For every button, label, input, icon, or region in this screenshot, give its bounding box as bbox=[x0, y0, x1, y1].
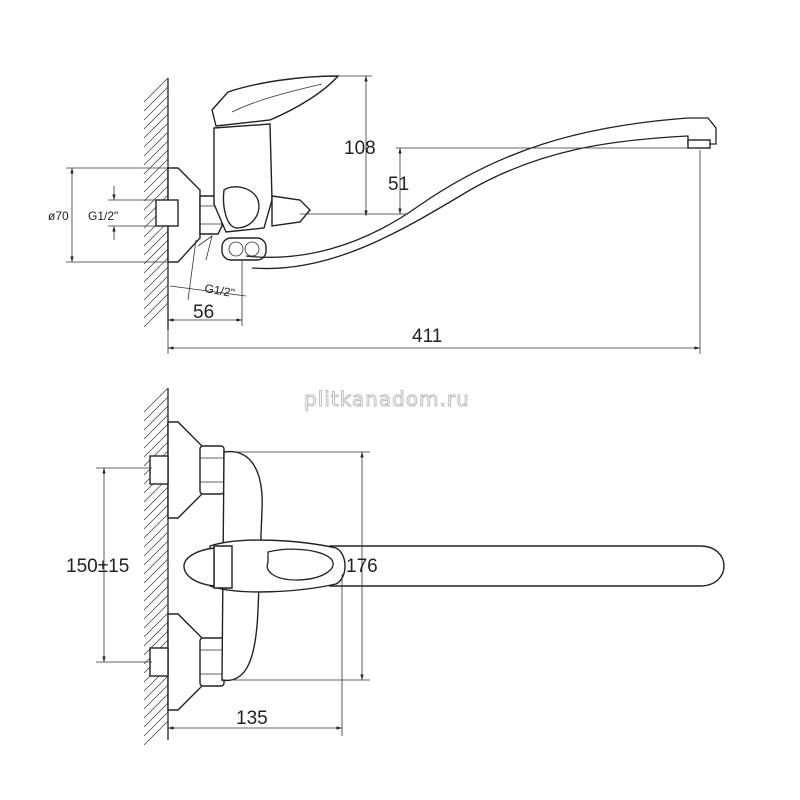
angled-thread-side bbox=[197, 235, 213, 261]
hatch-line bbox=[143, 104, 169, 130]
hatch-line bbox=[143, 504, 169, 530]
hatch-line bbox=[143, 567, 169, 593]
hatch-line bbox=[143, 432, 169, 458]
hatch-line bbox=[143, 293, 169, 319]
hatch-line bbox=[143, 275, 169, 301]
dim-135: 135 bbox=[168, 574, 343, 736]
hatch-line bbox=[143, 95, 169, 121]
thread-inlet-label: G1/2" bbox=[88, 209, 118, 223]
hatch-line bbox=[143, 603, 169, 629]
diverter-side bbox=[271, 195, 311, 227]
hatch-line bbox=[143, 720, 169, 746]
hatch-line bbox=[143, 131, 169, 157]
hatch-line bbox=[143, 558, 169, 584]
hatch-line bbox=[143, 122, 169, 148]
hatch-line bbox=[143, 675, 169, 701]
dim-411-label: 411 bbox=[412, 326, 442, 347]
hatch-line bbox=[143, 302, 169, 328]
hatch-line bbox=[143, 77, 169, 103]
watermark: plitkanadom.ru bbox=[304, 387, 470, 411]
hatch-line bbox=[143, 414, 169, 440]
hatch-line bbox=[143, 387, 169, 413]
dim-flange-dia: ø70 G1/2" bbox=[48, 167, 172, 263]
hatch-line bbox=[143, 86, 169, 112]
dim-150-label: 150±15 bbox=[66, 556, 129, 577]
hatch-line bbox=[143, 702, 169, 728]
dim-150: 150±15 bbox=[66, 467, 152, 663]
hatch-line bbox=[143, 248, 169, 274]
hatch-line bbox=[143, 167, 169, 193]
hatch-line bbox=[143, 540, 169, 566]
lower-connector bbox=[149, 613, 225, 711]
dim-51-label: 51 bbox=[388, 174, 409, 195]
hatch-line bbox=[143, 266, 169, 292]
hatch-line bbox=[143, 423, 169, 449]
hatch-line bbox=[143, 396, 169, 422]
dim-56-label: 56 bbox=[193, 302, 214, 323]
hatch-line bbox=[143, 495, 169, 521]
hatch-line bbox=[143, 711, 169, 737]
upper-connector bbox=[149, 421, 225, 519]
hatch-line bbox=[143, 185, 169, 211]
side-view: 108 51 56 411 bbox=[48, 75, 717, 354]
hatch-line bbox=[143, 621, 169, 647]
top-view: 150±15 176 135 bbox=[66, 387, 725, 746]
hatch-line bbox=[143, 158, 169, 184]
dim-108: 108 bbox=[338, 75, 376, 216]
mixer-round-top bbox=[213, 545, 233, 589]
hatch-line bbox=[143, 140, 169, 166]
hatch-line bbox=[143, 113, 169, 139]
hatch-line bbox=[143, 576, 169, 602]
dim-411: 411 bbox=[167, 150, 701, 354]
hatch-line bbox=[143, 513, 169, 539]
dim-56: 56 bbox=[168, 260, 243, 326]
hatch-line bbox=[143, 239, 169, 265]
hatch-line bbox=[143, 522, 169, 548]
aerator-side bbox=[687, 139, 711, 149]
hatch-line bbox=[143, 630, 169, 656]
hatch-line bbox=[143, 441, 169, 467]
hatch-line bbox=[143, 693, 169, 719]
dim-angled-thread: G1/2" bbox=[169, 239, 247, 300]
dim-176-label: 176 bbox=[346, 556, 378, 577]
hatch-line bbox=[143, 149, 169, 175]
hatch-line bbox=[143, 176, 169, 202]
handle-side bbox=[211, 75, 340, 127]
hatch-line bbox=[143, 612, 169, 638]
hatch-line bbox=[143, 284, 169, 310]
hatch-line bbox=[143, 230, 169, 256]
hatch-line bbox=[143, 486, 169, 512]
spout-collar-side bbox=[221, 237, 267, 261]
dim-108-label: 108 bbox=[344, 138, 376, 159]
hatch-line bbox=[143, 405, 169, 431]
hatch-line bbox=[143, 549, 169, 575]
dim-176: 176 bbox=[232, 451, 378, 681]
spout-side bbox=[245, 117, 717, 270]
wall-hatch-bottom bbox=[143, 387, 169, 746]
thread-angled-label: G1/2" bbox=[203, 281, 235, 300]
dim-51: 51 bbox=[300, 147, 696, 215]
hatch-line bbox=[143, 684, 169, 710]
flange-dia-label: ø70 bbox=[48, 209, 69, 223]
hatch-line bbox=[143, 531, 169, 557]
hatch-line bbox=[143, 585, 169, 611]
spout-top bbox=[329, 545, 725, 587]
dim-135-label: 135 bbox=[236, 708, 268, 729]
inlet-pipe-side bbox=[155, 199, 179, 227]
hatch-line bbox=[143, 594, 169, 620]
cartridge-side bbox=[222, 186, 260, 229]
